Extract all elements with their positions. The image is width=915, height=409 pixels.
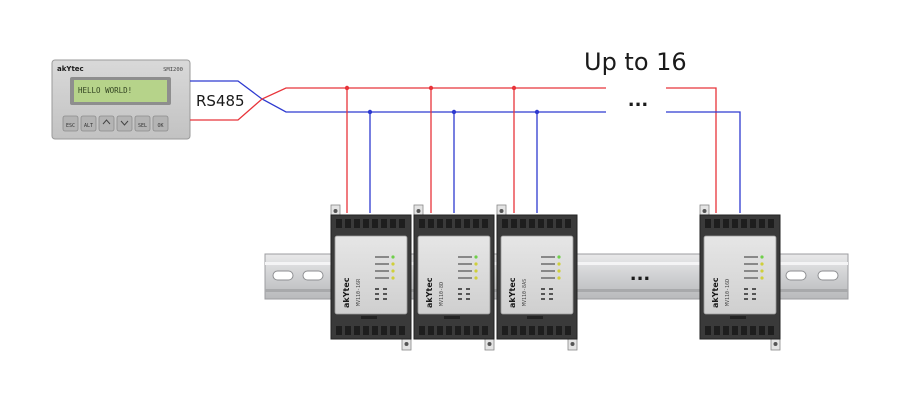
hmi-key-label: OK <box>157 123 163 129</box>
bus-line-a-end <box>666 87 717 213</box>
hmi-key-label: ALT <box>84 123 93 129</box>
bus-label: RS485 <box>196 92 245 110</box>
module-brand-logo: akYtec <box>425 277 434 308</box>
bus-line-b-end <box>666 111 741 213</box>
down-arrow-icon <box>120 120 129 126</box>
bus-line-a-twist <box>190 87 300 121</box>
hmi-key-label: SEL <box>138 123 147 129</box>
io-module: akYtec MV110-16D <box>699 204 781 351</box>
module-brand-logo: akYtec <box>342 277 351 308</box>
rs485-bus <box>190 80 741 213</box>
module-model-label: MV110-8D <box>439 282 445 306</box>
module-continuation-ellipsis: ... <box>630 264 651 285</box>
hmi-display-text: HELLO WORLD! <box>78 86 132 95</box>
bus-continuation-ellipsis: ... <box>628 90 649 111</box>
module-brand-logo: akYtec <box>711 277 720 308</box>
hmi-key-1: ALT <box>80 115 97 132</box>
up-arrow-icon <box>102 119 111 125</box>
io-modules: akYtec MV110-16R akYtec MV110-8D akYtec MV110… <box>330 204 781 351</box>
hmi-key-4: SEL <box>134 115 151 132</box>
io-module: akYtec MV110-8D <box>413 204 495 351</box>
io-module: akYtec MV110-8AS <box>496 204 578 351</box>
hmi-model-label: SMI200 <box>163 67 183 73</box>
io-module: akYtec MV110-16R <box>330 204 412 351</box>
hmi-brand-logo: akYtec <box>57 65 84 73</box>
hmi-key-5: OK <box>152 115 169 132</box>
hmi-key-2 <box>98 115 115 132</box>
module-model-label: MV110-8AS <box>522 279 528 306</box>
hmi-key-0: ESC <box>62 115 79 132</box>
hmi-panel: akYtec SMI200 HELLO WORLD! ESC ALT SEL OK <box>51 59 191 140</box>
module-model-label: MV110-16D <box>725 279 731 306</box>
hmi-lcd-screen <box>74 80 167 102</box>
device-count-label: Up to 16 <box>584 48 687 76</box>
hmi-key-3 <box>116 115 133 132</box>
hmi-keypad: ESC ALT SEL OK <box>62 115 169 132</box>
module-brand-logo: akYtec <box>508 277 517 308</box>
hmi-key-label: ESC <box>66 123 75 129</box>
module-model-label: MV110-16R <box>356 278 362 306</box>
